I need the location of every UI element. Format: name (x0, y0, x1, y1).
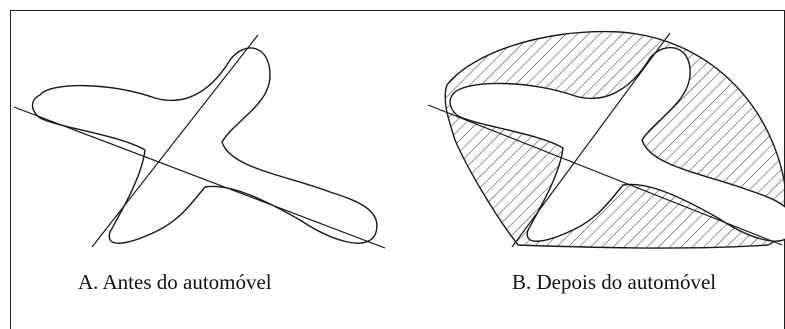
panel-b-settlement-shape (449, 47, 785, 242)
caption-after-automobile: B. Depois do automóvel (512, 270, 717, 294)
panel-b (427, 30, 785, 249)
caption-before-automobile: A. Antes do automóvel (78, 270, 272, 294)
panel-a-road-west-east (13, 106, 386, 249)
panel-a (13, 34, 386, 249)
panel-a-road-north-south (91, 34, 259, 248)
panel-a-settlement-shape (31, 47, 378, 244)
panel-b-road-north-south (511, 32, 671, 248)
panel-b-road-west-east (427, 104, 783, 246)
